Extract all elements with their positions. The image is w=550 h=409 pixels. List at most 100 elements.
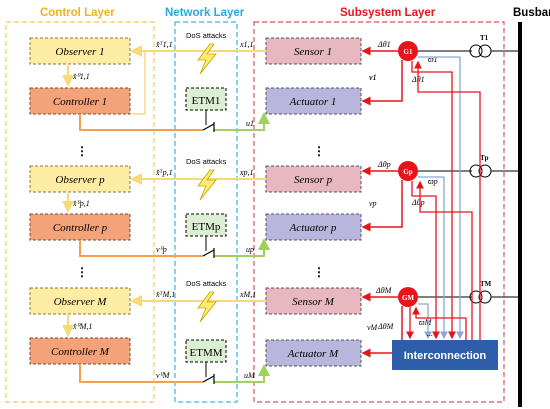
red-link-p (411, 181, 440, 340)
g1-to-act1 (361, 60, 403, 106)
sig-xs-1: x̂⁰1,1 (72, 72, 90, 81)
controller-p-label: Controller p (53, 222, 108, 234)
control-layer-title: Control Layer (40, 7, 115, 19)
observer-1-box (29, 37, 131, 65)
actuator-M-label: Actuator M (287, 348, 339, 360)
ctrlM-out-line (79, 364, 203, 383)
sig-dw-1: Δθ1 (377, 40, 391, 49)
ctrl1-out-line (79, 114, 203, 131)
sig-xt-M: x̂ᵀM,1 (155, 290, 175, 299)
generator-M-label: GM (402, 294, 414, 302)
generator-1-label: G1 (404, 48, 413, 56)
blue-link-M (418, 303, 432, 340)
ctrl1-to-act1-line (214, 112, 270, 131)
sig-dt-p: Δθp (411, 198, 425, 207)
sig-v-1: v1 (369, 73, 377, 82)
actuator-1-label: Actuator 1 (289, 96, 337, 108)
observer-p-label: Observer p (55, 174, 105, 186)
sig-u-1: u1 (246, 119, 254, 128)
ctrlp-to-actp-line (214, 238, 270, 257)
transformer-p-b (478, 164, 492, 178)
sensor-1-label: Sensor 1 (294, 46, 332, 58)
interconnection-to-gM (412, 306, 467, 340)
controller-p-box (29, 213, 131, 241)
subsystem-layer-region (253, 21, 505, 403)
etm-1-label: ETM1 (192, 95, 221, 107)
transformer-1-b (478, 44, 492, 58)
busbar (518, 22, 522, 407)
row-1: Observer 1 Controller 1 x̂⁰1,1 x̂ᵀ1,1 x1… (29, 31, 518, 132)
network-layer-title: Network Layer (165, 7, 245, 19)
sig-xs-M: x̂⁰M,1 (72, 322, 92, 331)
sig-w-p: ϖp (428, 177, 438, 186)
sensor-p-label: Sensor p (294, 174, 333, 186)
transformer-M-a (469, 290, 483, 304)
etm-p-label: ETMp (192, 221, 221, 233)
sig-v-p: v⁰p (156, 245, 167, 254)
transformer-p-a (469, 164, 483, 178)
sig-v1-ctrl: v1 (369, 73, 377, 82)
blue-link-p (418, 176, 448, 340)
etm-M-label: ETMM (190, 347, 223, 359)
transformer-M-b (478, 290, 492, 304)
controller-M-label: Controller M (51, 346, 110, 358)
dos-label-M: DoS attacks (186, 279, 227, 288)
ctrlM-to-actM-line (214, 364, 270, 383)
transformer-1-label: T1 (480, 34, 489, 42)
gp-to-actp (361, 180, 403, 232)
actuator-p-box (265, 213, 362, 241)
sig-vp: vp (369, 199, 377, 208)
switch-p (202, 248, 215, 258)
actuator-1-box (265, 87, 362, 115)
sig-dw-p: Δθp (377, 160, 391, 169)
transformer-p-label: Tp (480, 154, 489, 162)
dos-lightning-p (197, 169, 217, 201)
dots-subsystem-2: ⋮ (313, 265, 325, 279)
hdots-interconnection: ... (427, 329, 433, 338)
sig-xs-p: x̂⁰p,1 (72, 199, 90, 208)
interconnection-box (392, 340, 498, 370)
interconnection-label: Interconnection (404, 350, 487, 362)
sig-x-M: xM,1 (239, 290, 256, 299)
observer-1-label: Observer 1 (55, 46, 104, 58)
sensor-p-box (265, 165, 362, 193)
dos-label-1: DoS attacks (186, 31, 227, 40)
generator-p-label: Gp (403, 168, 412, 176)
sig-u-p: up (246, 245, 254, 254)
sig-u-M: uM (244, 371, 256, 380)
controller-1-box (29, 87, 131, 115)
sig-x-p: xp,1 (239, 168, 254, 177)
sig-v-M: v⁰M (156, 371, 171, 380)
dots-control-2: ⋮ (76, 265, 88, 279)
actuator-M-box (265, 339, 362, 367)
busbar-title: Busbar (513, 7, 550, 19)
transformer-1-a (469, 44, 483, 58)
interconnection-to-g1 (414, 60, 481, 340)
switch-1 (202, 122, 215, 132)
sig-xt-p: x̂ᵀp,1 (155, 168, 173, 177)
ctrl1-feedback-line (132, 51, 146, 115)
sig-xt-1: x̂ᵀ1,1 (155, 40, 173, 49)
sig-w-1: ϖ1 (428, 55, 438, 64)
dots-subsystem-1: ⋮ (313, 144, 325, 158)
observer-M-box (29, 287, 131, 315)
dos-lightning-M (197, 291, 217, 323)
row-p: Observer p Controller p x̂⁰p,1 x̂ᵀp,1 xp… (29, 154, 518, 258)
ctrlp-out-line (79, 240, 203, 257)
dos-lightning-1 (197, 43, 217, 75)
sig-dw-M: ΔθM (375, 286, 393, 295)
controller-1-label: Controller 1 (53, 96, 107, 108)
blue-link-1 (418, 56, 464, 340)
generator-p (398, 161, 418, 181)
sensor-M-box (265, 287, 362, 315)
subsystem-layer-title: Subsystem Layer (340, 7, 436, 19)
control-layer-region (5, 21, 155, 403)
red-link-1 (411, 61, 456, 340)
generator-1 (398, 41, 418, 61)
generator-M (398, 287, 418, 307)
sig-dt-M: ΔθM (377, 322, 395, 331)
actuator-p-label: Actuator p (289, 222, 337, 234)
sig-vM: vM (367, 323, 379, 332)
sig-x-1: x1,1 (239, 40, 254, 49)
